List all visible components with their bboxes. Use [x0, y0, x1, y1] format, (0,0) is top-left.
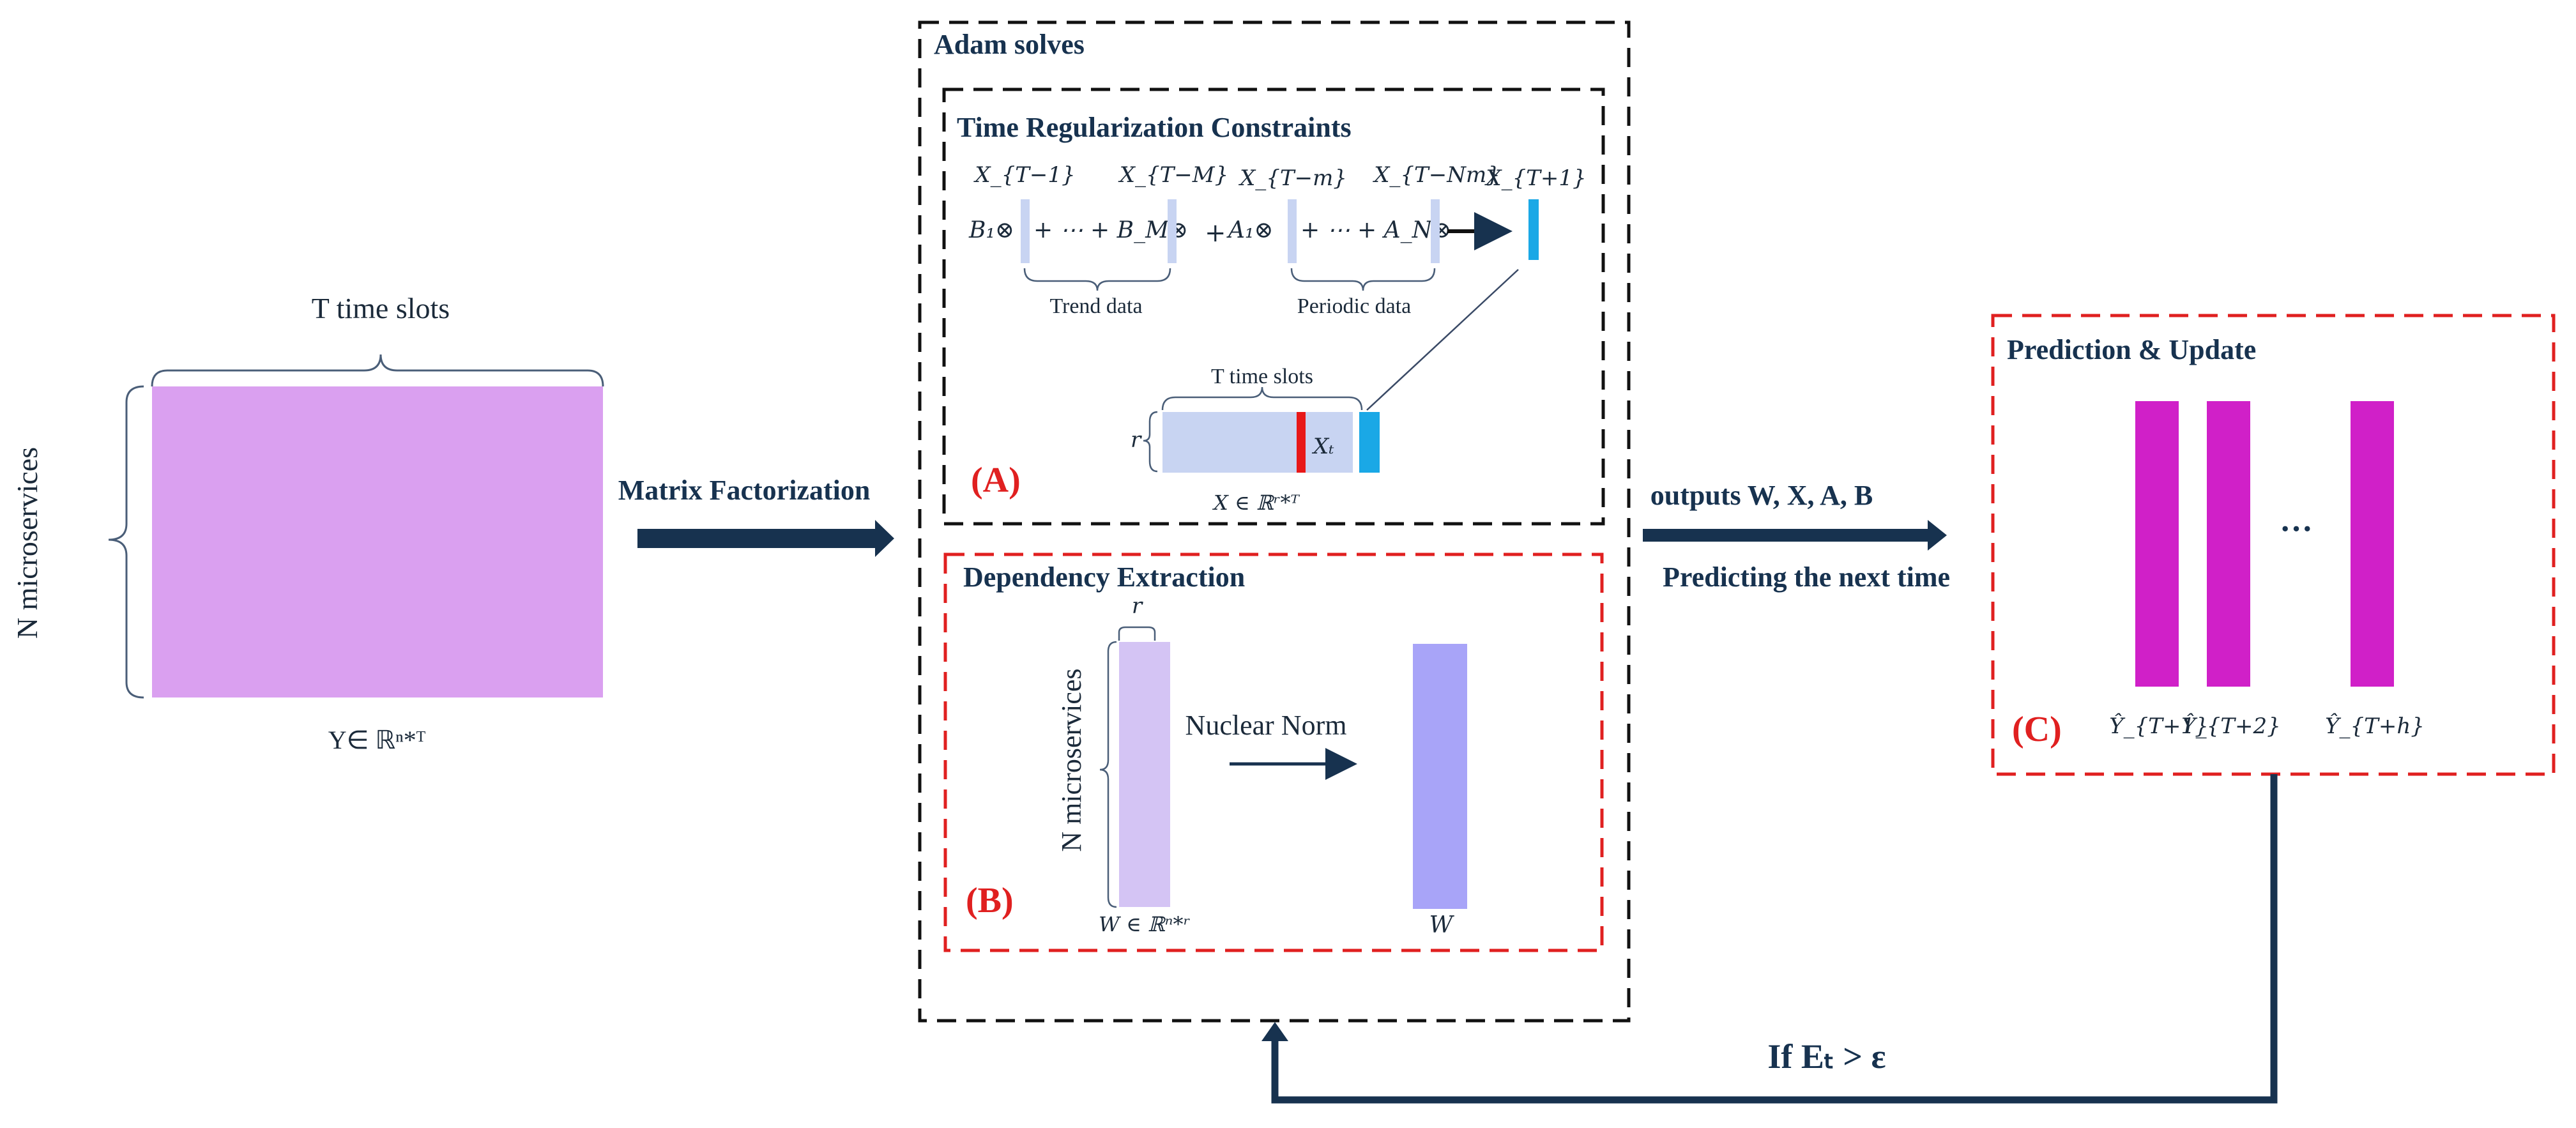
y-hat-t-plus-2-label: Ŷ_{T+2}: [2181, 713, 2281, 739]
trend-brace: [1023, 268, 1171, 291]
nuclear-norm-label: Nuclear Norm: [1185, 710, 1347, 741]
connector-line: [1366, 269, 1519, 411]
periodic-bar-first: [1288, 199, 1297, 263]
panel-b-title: Dependency Extraction: [963, 561, 1245, 593]
w-label: W: [1429, 912, 1454, 938]
trend-bar-first: [1021, 199, 1030, 263]
w-top-brace: [1118, 626, 1156, 641]
x-t-label: Xₜ: [1311, 434, 1334, 459]
w-matrix: [1119, 642, 1170, 907]
x-time-slots-label: T time slots: [1211, 365, 1313, 388]
w-r-label: r: [1132, 593, 1143, 619]
panel-a-box: [942, 88, 1605, 526]
feedback-path: [1271, 774, 2278, 1104]
x-t-plus-1-label: X_{T+1}: [1484, 165, 1586, 191]
x-next-column: [1359, 412, 1380, 473]
x-r-label: r: [1131, 427, 1142, 453]
x-t-highlight: [1297, 412, 1306, 473]
y-time-slots-label: T time slots: [312, 292, 450, 324]
trend-data-label: Trend data: [1049, 294, 1142, 318]
w-low-rank-matrix: [1413, 644, 1467, 909]
feedback-condition-label: If Eₜ > ε: [1767, 1037, 1886, 1076]
bm-term: + ⋯ + B_M⊗: [1033, 217, 1188, 243]
y-matrix-group: T time slots N microservices Y∈ ℝⁿ*ᵀ: [11, 292, 604, 754]
feedback-arrowhead: [1261, 1022, 1288, 1041]
b1-term: B₁⊗: [968, 217, 1014, 243]
x-t-plus-1-bar: [1528, 199, 1539, 260]
panel-a-title: Time Regularization Constraints: [957, 112, 1352, 143]
panel-b: Dependency Extraction r N microservices …: [943, 553, 1604, 952]
panel-b-box: [943, 553, 1604, 952]
x-t-minus-Nm-label: X_{T−Nm}: [1372, 162, 1500, 188]
w-left-brace: [1099, 641, 1117, 908]
predicting-label: Predicting the next time: [1663, 561, 1950, 593]
y-microservices-label: N microservices: [11, 447, 43, 639]
w-matrix-label: W ∈ ℝⁿ*ʳ: [1099, 912, 1191, 936]
prediction-bar-1: [2135, 401, 2179, 687]
trend-bar-last: [1168, 199, 1177, 263]
y-matrix-label: Y∈ ℝⁿ*ᵀ: [328, 726, 426, 754]
matrix-factorization-arrow: [637, 520, 894, 557]
x-t-minus-M-label: X_{T−M}: [1118, 162, 1228, 188]
x-t-minus-m-label: X_{T−m}: [1238, 165, 1347, 191]
panel-c-marker: (C): [2012, 710, 2062, 749]
outputs-arrow: [1643, 520, 1947, 551]
y-hat-t-plus-1-label: Ŷ_{T+1}: [2109, 713, 2209, 739]
w-microservices-label: N microservices: [1056, 668, 1087, 851]
x-t-minus-1-label: X_{T−1}: [973, 162, 1075, 188]
prediction-bar-h: [2351, 401, 2394, 687]
panel-c: Prediction & Update ··· (C) Ŷ_{T+1} Ŷ_{T…: [1991, 314, 2556, 776]
x-matrix: [1162, 412, 1353, 473]
matrix-factorization-arrow-group: Matrix Factorization: [618, 475, 894, 557]
panel-a: Time Regularization Constraints X_{T−1} …: [942, 88, 1605, 526]
y-left-brace: [108, 385, 144, 699]
feedback-loop: If Eₜ > ε: [1261, 774, 2278, 1104]
periodic-brace: [1290, 268, 1436, 291]
periodic-bar-last: [1431, 199, 1440, 263]
panel-c-box: [1991, 314, 2556, 776]
outputs-arrow-group: outputs W, X, A, B Predicting the next t…: [1643, 480, 1950, 593]
panel-a-marker: (A): [971, 461, 1021, 500]
x-left-brace: [1143, 411, 1158, 473]
panel-b-marker: (B): [966, 881, 1014, 920]
panel-c-title: Prediction & Update: [2007, 334, 2256, 365]
y-hat-t-plus-h-label: Ŷ_{T+h}: [2325, 713, 2425, 739]
x-matrix-label: X ∈ ℝʳ*ᵀ: [1212, 491, 1300, 515]
x-top-brace: [1161, 386, 1363, 411]
matrix-factorization-label: Matrix Factorization: [618, 475, 871, 506]
an-term: + ⋯ + A_N⊗: [1300, 217, 1451, 243]
a1-term: A₁⊗: [1226, 217, 1274, 243]
outputs-label: outputs W, X, A, B: [1650, 480, 1873, 511]
prediction-dots: ···: [2280, 511, 2313, 547]
adam-solves-box: [918, 20, 1631, 1023]
adam-solves-title: Adam solves: [934, 29, 1085, 60]
plus-sign: +: [1205, 218, 1226, 248]
periodic-data-label: Periodic data: [1297, 294, 1411, 318]
prediction-bar-2: [2207, 401, 2250, 687]
y-matrix: [152, 386, 603, 697]
y-top-brace: [151, 354, 604, 387]
